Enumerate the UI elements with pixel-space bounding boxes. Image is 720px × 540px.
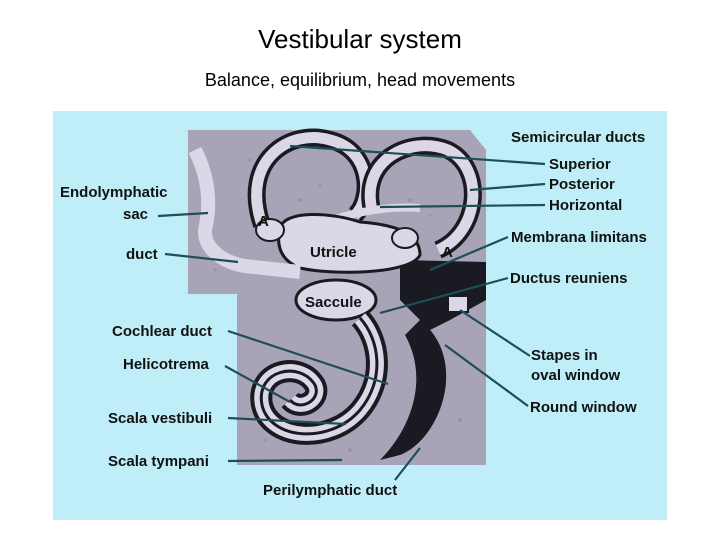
label-perilymphatic-duct: Perilymphatic duct [263,482,398,499]
label-ductus-reuniens: Ductus reuniens [510,270,628,287]
label-round-window: Round window [530,399,637,416]
label-endolymphatic: Endolymphatic [60,184,168,201]
label-ampulla-left: A [258,213,269,230]
saccule-shape [294,278,378,322]
label-stapes-line2: oval window [531,367,621,384]
label-superior: Superior [549,156,611,173]
page-subtitle: Balance, equilibrium, head movements [204,70,516,90]
label-helicotrema: Helicotrema [123,356,209,373]
label-saccule: Saccule [305,294,362,311]
dark-cochlea-wall [380,320,447,460]
label-duct: duct [126,246,158,263]
ampulla-left-shape [255,218,285,242]
label-cochlear-duct: Cochlear duct [112,323,213,340]
stapes-shape [447,295,469,313]
label-ampulla-right: A [442,244,453,261]
label-membrana-limitans: Membrana limitans [511,229,647,246]
label-horizontal: Horizontal [549,197,623,214]
label-posterior: Posterior [549,176,615,193]
label-utricle: Utricle [310,244,357,261]
ampulla-right-shape [391,227,419,249]
label-endolymphatic-sac: sac [123,206,149,223]
page-title: Vestibular system [258,24,462,54]
label-scala-tympani: Scala tympani [108,453,209,470]
label-stapes-line1: Stapes in [531,347,598,364]
label-scala-vestibuli: Scala vestibuli [108,410,213,427]
label-semicircular-ducts: Semicircular ducts [511,129,646,146]
